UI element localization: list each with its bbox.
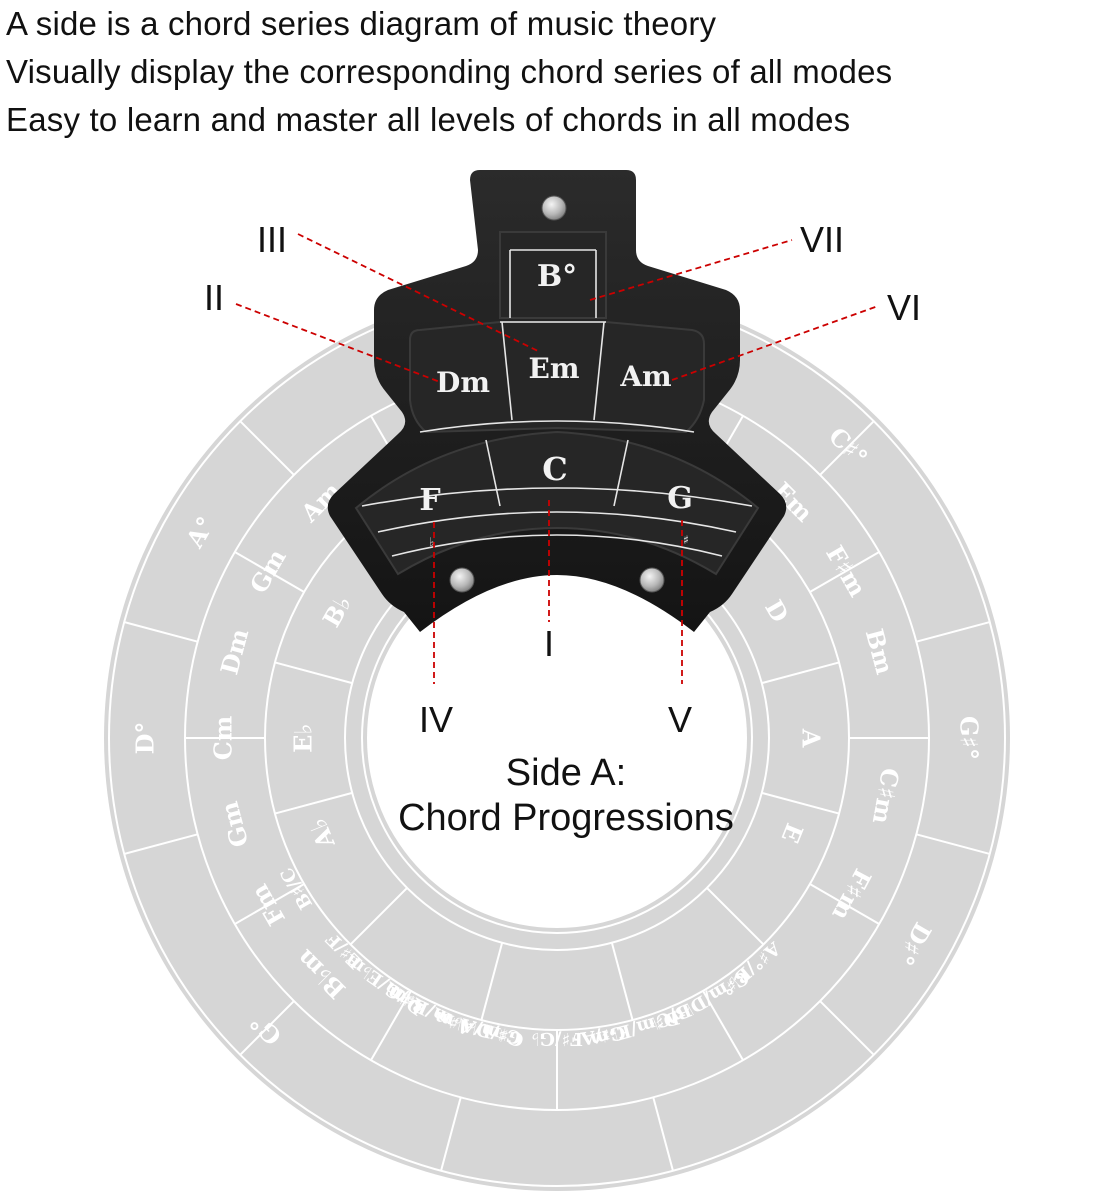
wheel-spoke bbox=[349, 887, 408, 946]
screw-right bbox=[639, 567, 665, 593]
wheel-spoke bbox=[761, 791, 840, 815]
chord-cap: B° Dm Em Am F C G ♭ ♯ bbox=[327, 170, 787, 632]
cap-chord-bottom-right: G bbox=[667, 481, 693, 516]
headline-2: Visually display the corresponding chord… bbox=[6, 53, 893, 90]
roman-V: V bbox=[668, 699, 692, 740]
roman-I: I bbox=[544, 623, 554, 664]
wheel-spoke bbox=[809, 551, 880, 593]
flat-mark: ♭ bbox=[429, 535, 435, 549]
wheel-spoke bbox=[761, 661, 840, 685]
screw-left bbox=[449, 567, 475, 593]
cap-chord-top: B° bbox=[537, 259, 577, 294]
cap-chord-middle-center: Em bbox=[529, 352, 580, 385]
sharp-mark: ♯ bbox=[683, 533, 689, 547]
wheel-spoke bbox=[480, 942, 504, 1021]
wheel-spoke bbox=[124, 833, 198, 855]
wheel-spoke bbox=[610, 942, 634, 1021]
wheel-spoke bbox=[274, 791, 353, 815]
cap-chord-bottom-left: F bbox=[419, 483, 440, 518]
wheel-spoke bbox=[234, 883, 305, 925]
cap-panel-bottom bbox=[354, 430, 760, 576]
wheel-chord-label: F♯/G♭ bbox=[531, 1028, 583, 1049]
side-label-line2: Chord Progressions bbox=[398, 797, 734, 839]
wheel-spoke bbox=[702, 990, 744, 1061]
wheel-chord-label: D° bbox=[131, 722, 160, 755]
wheel-spoke bbox=[239, 1000, 295, 1056]
wheel-spoke bbox=[916, 833, 990, 855]
cap-panel-middle bbox=[409, 321, 705, 434]
cap-chord-middle-right: Am bbox=[619, 360, 671, 393]
wheel-spoke bbox=[274, 661, 353, 685]
wheel-chord-label: G♯° bbox=[955, 716, 984, 760]
wheel-spoke bbox=[370, 990, 412, 1061]
chord-wheel-diagram: B♭E♭A♭DAEAmGmDmCmGmFmB♭mEmF♯mBmC♯mF♯mC♯°… bbox=[104, 170, 1010, 1191]
side-label-line1: Side A: bbox=[506, 752, 626, 794]
roman-VII: VII bbox=[800, 219, 844, 260]
wheel-spoke bbox=[819, 1000, 875, 1056]
wheel-spoke bbox=[652, 1097, 674, 1171]
wheel-chord-label: Cm bbox=[209, 716, 238, 761]
roman-VI: VI bbox=[887, 287, 921, 328]
wheel-spoke bbox=[124, 621, 198, 643]
cap-chord-middle-left: Dm bbox=[436, 366, 490, 399]
headline-3: Easy to learn and master all levels of c… bbox=[6, 101, 851, 138]
wheel-spoke bbox=[916, 621, 990, 643]
wheel-spoke bbox=[239, 420, 295, 476]
wheel-chord-label: E♭ bbox=[289, 723, 318, 753]
screw-top bbox=[541, 195, 567, 221]
wheel-spoke bbox=[706, 887, 765, 946]
headline-1: A side is a chord series diagram of musi… bbox=[6, 5, 717, 42]
wheel-spoke bbox=[234, 551, 305, 593]
wheel-spoke bbox=[440, 1097, 462, 1171]
guide-lines bbox=[235, 233, 879, 684]
wheel-spoke bbox=[819, 420, 875, 476]
roman-II: II bbox=[204, 277, 224, 318]
cap-panel-top bbox=[499, 231, 607, 319]
roman-IV: IV bbox=[419, 699, 453, 740]
roman-III: III bbox=[257, 219, 287, 260]
wheel-chord-label: A bbox=[797, 728, 826, 748]
cap-chord-bottom-center: C bbox=[542, 450, 567, 488]
wheel-spoke bbox=[809, 883, 880, 925]
